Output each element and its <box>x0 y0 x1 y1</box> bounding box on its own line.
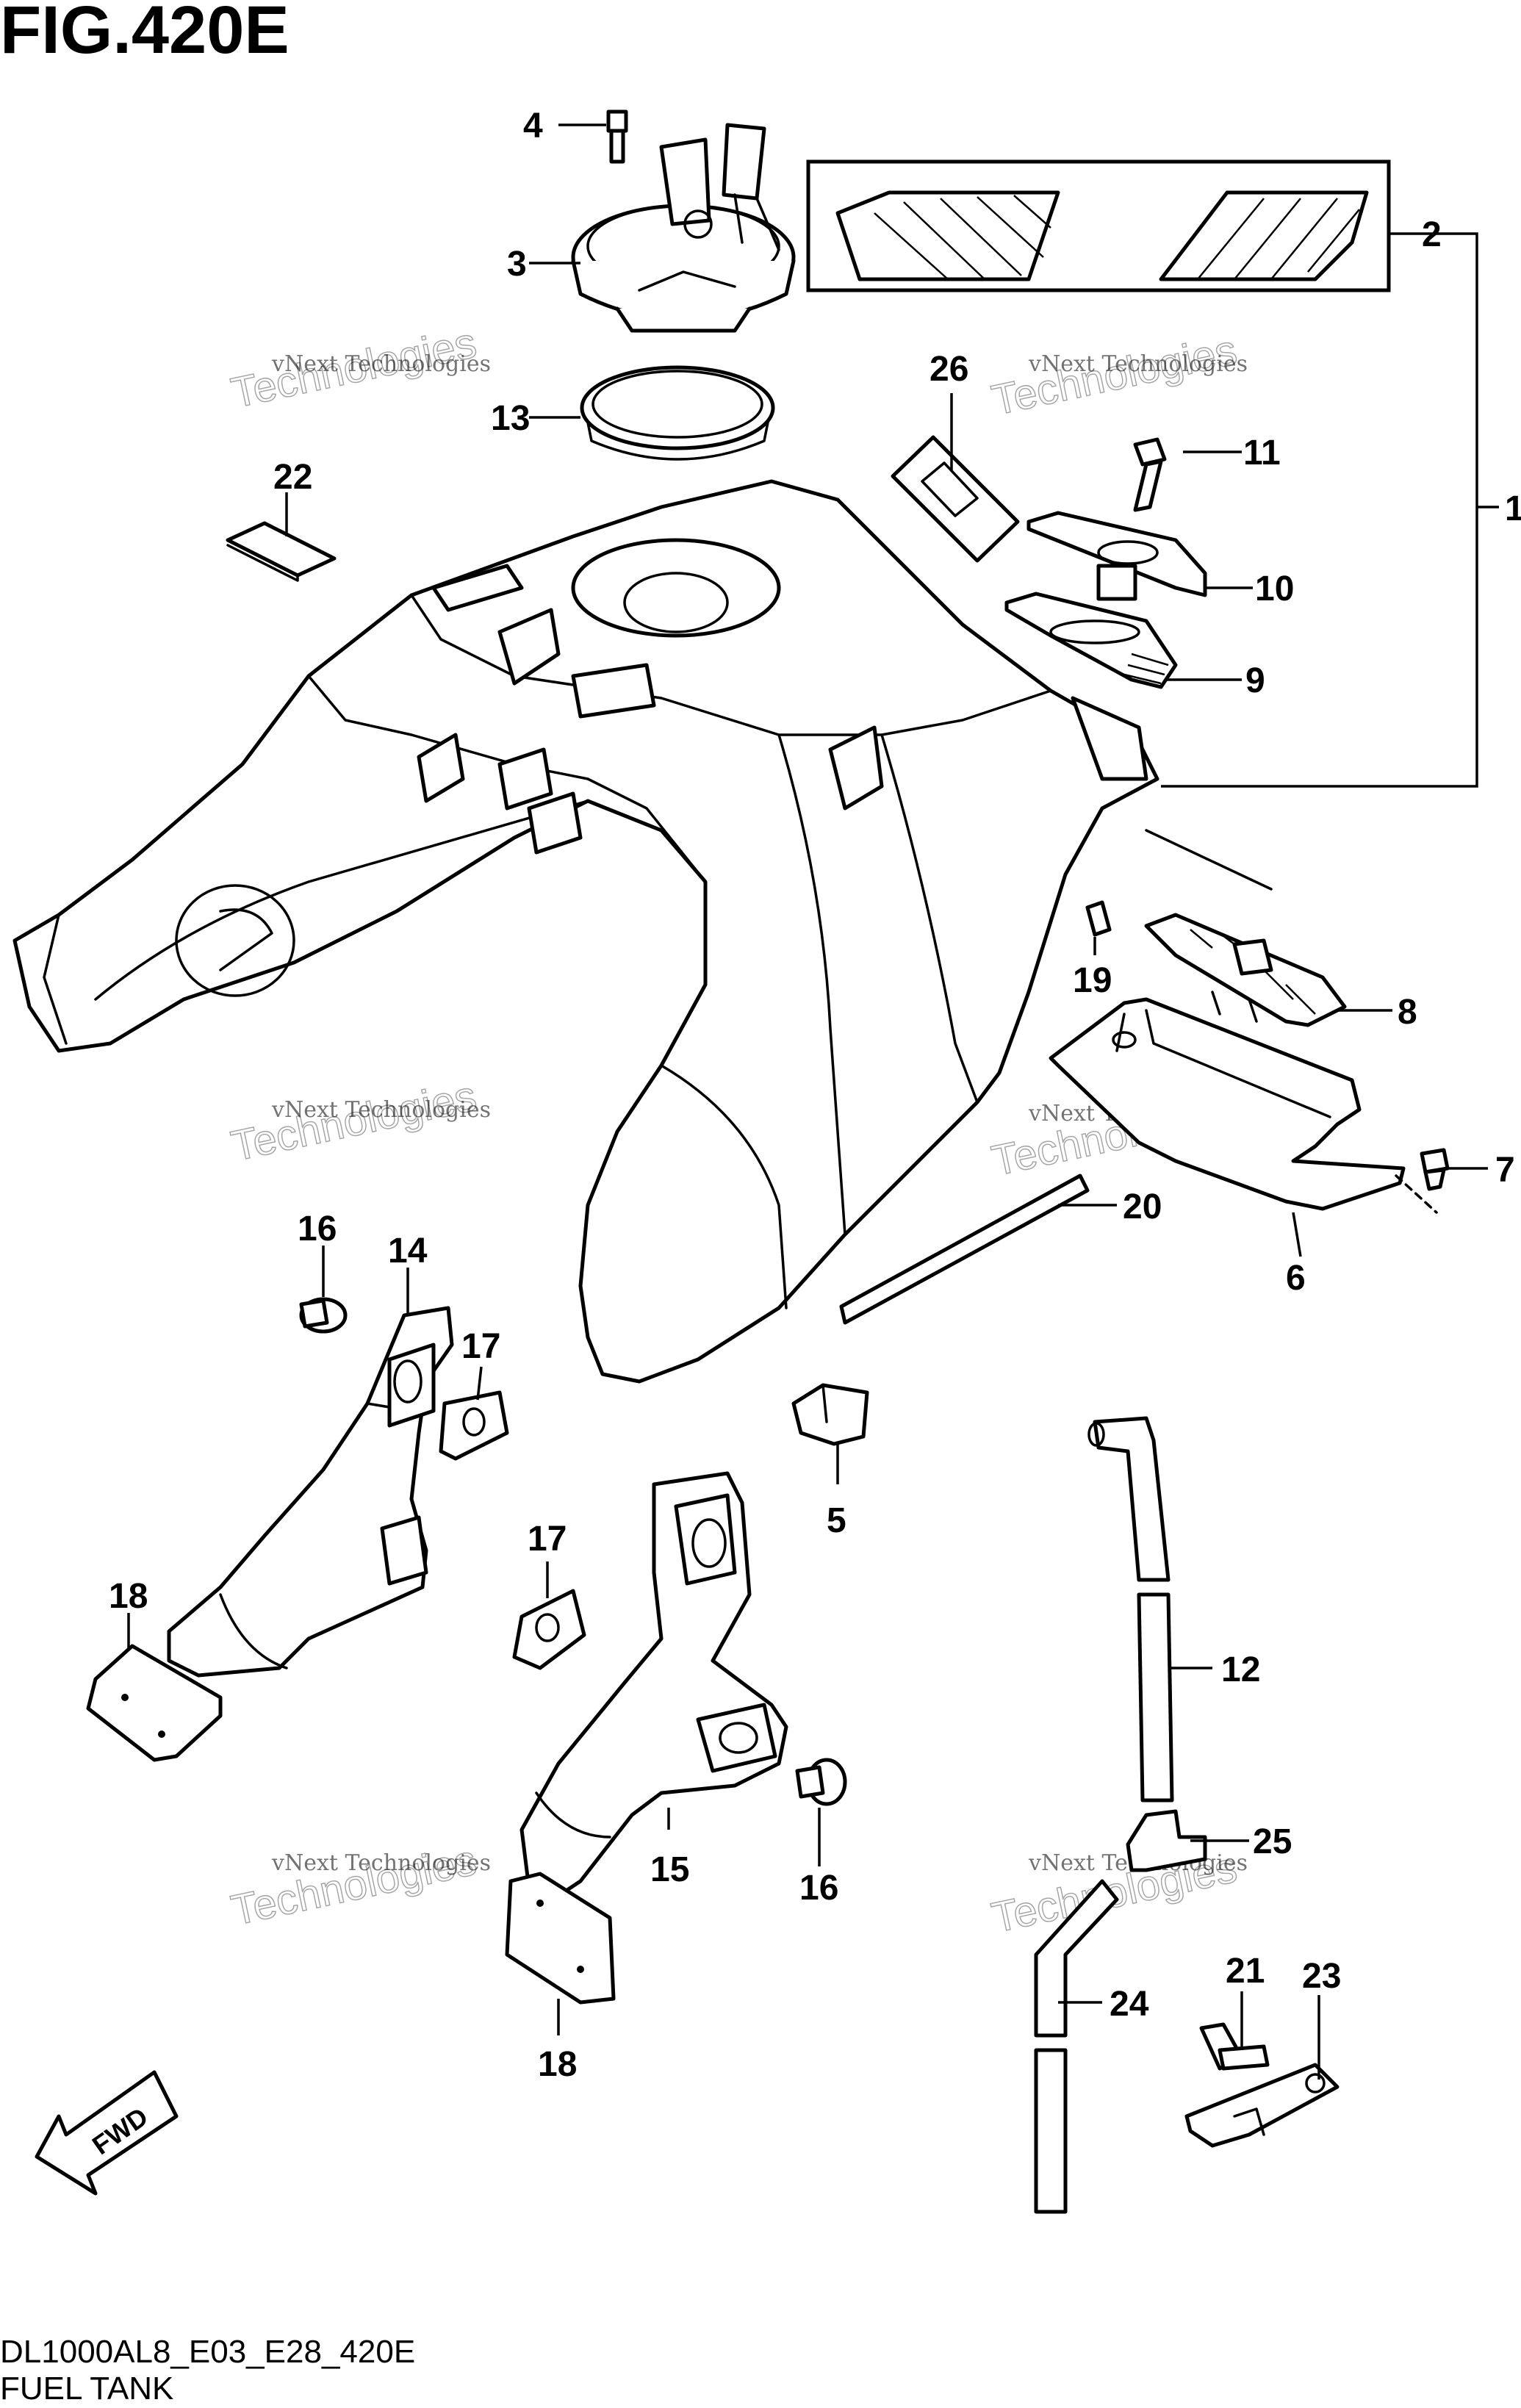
small-clip <box>1085 900 1112 937</box>
callout-19: 19 <box>1073 961 1112 1000</box>
rear-bolt <box>1395 1148 1450 1214</box>
callout-21: 21 <box>1226 1952 1265 1991</box>
callout-26: 26 <box>930 350 968 389</box>
watermark-small: vNext Technologies <box>1028 351 1248 377</box>
tank-pad-decals <box>806 159 1391 292</box>
clamp-bolt <box>1199 2022 1270 2071</box>
tank-bracket <box>1026 511 1207 601</box>
assembly-name: FUEL TANK <box>0 2371 173 2407</box>
callout-18: 18 <box>109 1577 148 1616</box>
callout-12: 12 <box>1221 1650 1260 1689</box>
callout-20: 20 <box>1123 1187 1162 1226</box>
t-joint <box>1126 1809 1207 1872</box>
breather-hose <box>1087 1416 1174 1803</box>
cap-bolt <box>606 109 628 164</box>
forward-arrow-icon: FWD <box>35 2070 179 2196</box>
tank-cushion <box>1004 592 1178 689</box>
callout-9: 9 <box>1245 661 1265 700</box>
rear-cushion <box>1144 829 1347 1027</box>
rubber-strip <box>839 1174 1090 1325</box>
callout-numbers: 4 3 13 22 26 2 11 10 9 1 19 8 7 6 20 5 1… <box>109 107 1521 2084</box>
callout-17: 17 <box>461 1327 500 1366</box>
callout-16: 16 <box>298 1210 337 1248</box>
callout-15: 15 <box>650 1850 689 1889</box>
callout-10: 10 <box>1255 569 1294 608</box>
screw-lower <box>795 1758 847 1806</box>
watermark-small: vNext Technologies <box>271 351 491 377</box>
callout-22: 22 <box>273 458 312 497</box>
hose-clamp <box>1184 2063 1340 2148</box>
callout-6: 6 <box>1286 1259 1306 1298</box>
callout-8: 8 <box>1398 993 1417 1032</box>
fuel-tank <box>12 479 1159 1384</box>
model-code: DL1000AL8_E03_E28_420E <box>0 2334 415 2370</box>
bracket-bolt <box>1133 437 1167 512</box>
rear-tank-bracket <box>1049 991 1406 1211</box>
right-side-bracket <box>519 1471 788 1898</box>
figure-title: FIG.420E <box>0 0 290 68</box>
callout-3: 3 <box>507 245 527 284</box>
callout-2: 2 <box>1422 215 1442 254</box>
callout-13: 13 <box>491 399 530 438</box>
callout-4: 4 <box>523 107 543 145</box>
cap-gasket-ring <box>580 365 775 461</box>
drain-hose <box>1034 1879 1119 2214</box>
fuel-label-sticker <box>891 435 1020 563</box>
callout-25: 25 <box>1253 1822 1292 1861</box>
callout-5: 5 <box>827 1501 846 1540</box>
callout-23: 23 <box>1302 1957 1341 1996</box>
leader-lines <box>127 123 1499 2080</box>
watermark-small: vNext Technologies <box>271 1850 491 1876</box>
hose-clip <box>791 1383 869 1446</box>
nut-upper <box>439 1390 509 1461</box>
callout-7: 7 <box>1495 1151 1515 1190</box>
callout-18: 18 <box>538 2045 577 2084</box>
small-pad <box>226 521 337 582</box>
callout-14: 14 <box>388 1232 428 1271</box>
callout-17: 17 <box>528 1520 567 1559</box>
callout-16: 16 <box>799 1869 838 1908</box>
callout-24: 24 <box>1110 1985 1149 2024</box>
nut-lower <box>512 1589 586 1670</box>
watermark-small: vNext Technologies <box>271 1097 491 1123</box>
pad-lower <box>505 1872 616 2005</box>
pad-upper <box>86 1644 223 1762</box>
screw-upper <box>299 1297 348 1334</box>
callout-11: 11 <box>1243 434 1281 472</box>
fuel-cap-assembly <box>571 123 796 333</box>
left-side-bracket <box>167 1306 454 1678</box>
callout-1: 1 <box>1505 489 1521 528</box>
